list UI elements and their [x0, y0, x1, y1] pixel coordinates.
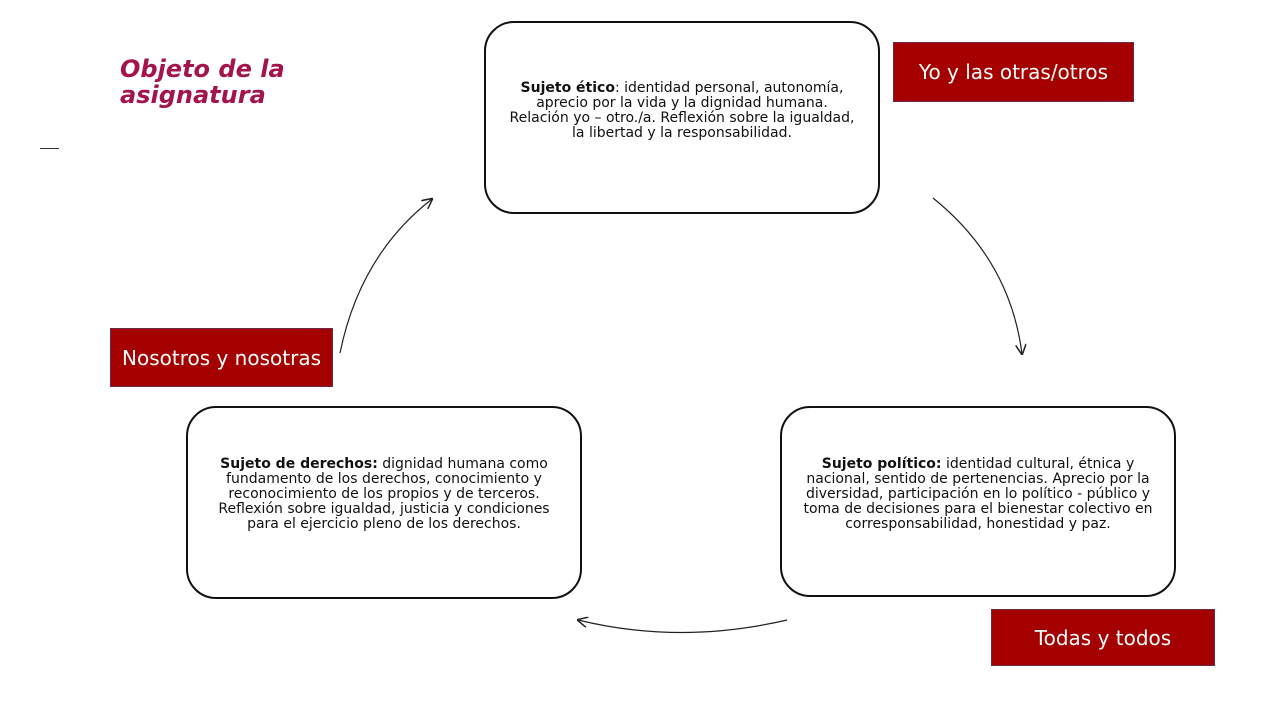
- dash-mark: [40, 148, 59, 149]
- node-sujeto-derechos: Sujeto de derechos: dignidad humana como…: [186, 406, 582, 599]
- node-politico-body: identidad cultural, étnica y nacional, s…: [803, 456, 1153, 532]
- page-title: Objeto de la asignatura: [120, 55, 285, 109]
- label-yo-y-las-otras: Yo y las otras/otros: [893, 42, 1134, 102]
- node-sujeto-politico: Sujeto político: identidad cultural, étn…: [780, 406, 1176, 597]
- label-nosotros-y-nosotras: Nosotros y nosotras: [110, 328, 333, 387]
- node-derechos-text: Sujeto de derechos: dignidad humana como…: [208, 457, 560, 532]
- arrow-politico-to-derechos: [578, 620, 788, 634]
- node-etico-text: Sujeto ético: identidad personal, autono…: [508, 79, 856, 141]
- node-etico-heading: Sujeto ético: [520, 79, 615, 96]
- node-politico-text: Sujeto político: identidad cultural, étn…: [800, 457, 1156, 532]
- node-sujeto-etico: Sujeto ético: identidad personal, autono…: [484, 21, 880, 214]
- arrow-etico-to-politico: [932, 197, 1022, 354]
- node-derechos-body: dignidad humana como fundamento de los d…: [218, 456, 550, 532]
- arrow-derechos-to-etico: [339, 199, 432, 354]
- label-todas-y-todos: Todas y todos: [991, 609, 1215, 666]
- node-derechos-heading: Sujeto de derechos:: [220, 456, 378, 472]
- node-politico-heading: Sujeto político:: [821, 456, 942, 472]
- node-etico-body: : identidad personal, autonomía, aprecio…: [509, 79, 855, 141]
